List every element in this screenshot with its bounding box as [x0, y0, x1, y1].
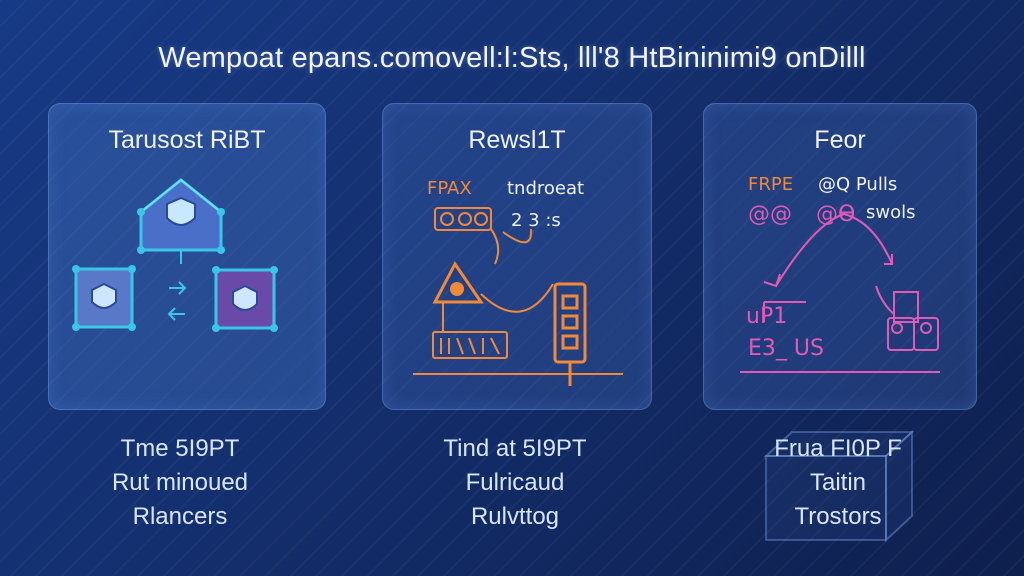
caption-3-line-2: Taitin — [809, 469, 867, 496]
box-outline-icon — [763, 429, 915, 543]
note-up: uP1 — [746, 304, 788, 329]
caption-1-line-3: Rlancers — [132, 503, 228, 530]
card-1: Tarusost RiBT — [48, 103, 326, 410]
caption-3-line-1: Frua FI0P F — [774, 435, 902, 462]
page-title: Wempoat epans.comovell:l:Sts, lll'8 HtBi… — [158, 42, 866, 74]
note-numbers: 2 3 :s — [511, 210, 561, 231]
card-2: Rewsl1T — [382, 103, 652, 410]
caption-1-line-1: Tme 5I9PT — [120, 435, 240, 462]
house-shield-icon — [137, 178, 225, 254]
caption-2-line-1: Tind at 5I9PT — [443, 435, 587, 462]
card-3: Feor FRPE @Q Pulls swols @@ @Ɵ uP1 E3_ U… — [703, 103, 977, 410]
document-icon — [553, 282, 587, 386]
caption-2-line-2: Fulricaud — [465, 469, 565, 496]
caption-1-line-2: Rut minoued — [111, 469, 249, 496]
caption-2: Tind at 5I9PT Fulricaud Rulvttog — [365, 432, 665, 534]
card-1-title: Tarusost RiBT — [108, 126, 266, 154]
note-circle-symbols: @Ɵ — [816, 202, 856, 227]
card-3-title: Feor — [814, 126, 866, 154]
note-swols: swols — [866, 202, 916, 223]
card-1-diagram — [72, 178, 278, 332]
caption-3-line-3: Trostors — [794, 503, 882, 530]
circles-icon — [434, 207, 492, 231]
caption-3: Frua FI0P F Taitin Trostors — [688, 432, 988, 534]
card-2-title: Rewsl1T — [468, 126, 566, 154]
card-2-diagram — [413, 207, 623, 386]
shield-icon — [72, 265, 136, 331]
card-3-diagram — [740, 212, 940, 373]
shield-icon — [212, 266, 278, 332]
note-at-symbols: @@ — [748, 202, 792, 227]
note-tndroeat: tndroeat — [507, 178, 585, 199]
note-pulls: @Q Pulls — [818, 174, 898, 195]
note-frpe: FRPE — [748, 174, 794, 195]
caption-2-line-3: Rulvttog — [470, 503, 560, 530]
warning-triangle-icon — [432, 261, 484, 304]
two-way-arrows-icon — [167, 281, 187, 321]
caption-1: Tme 5I9PT Rut minoued Rlancers — [30, 432, 330, 534]
box-icon — [887, 291, 939, 351]
note-es-us: E3_ US — [748, 336, 824, 361]
note-fpax: FPAX — [427, 178, 472, 199]
